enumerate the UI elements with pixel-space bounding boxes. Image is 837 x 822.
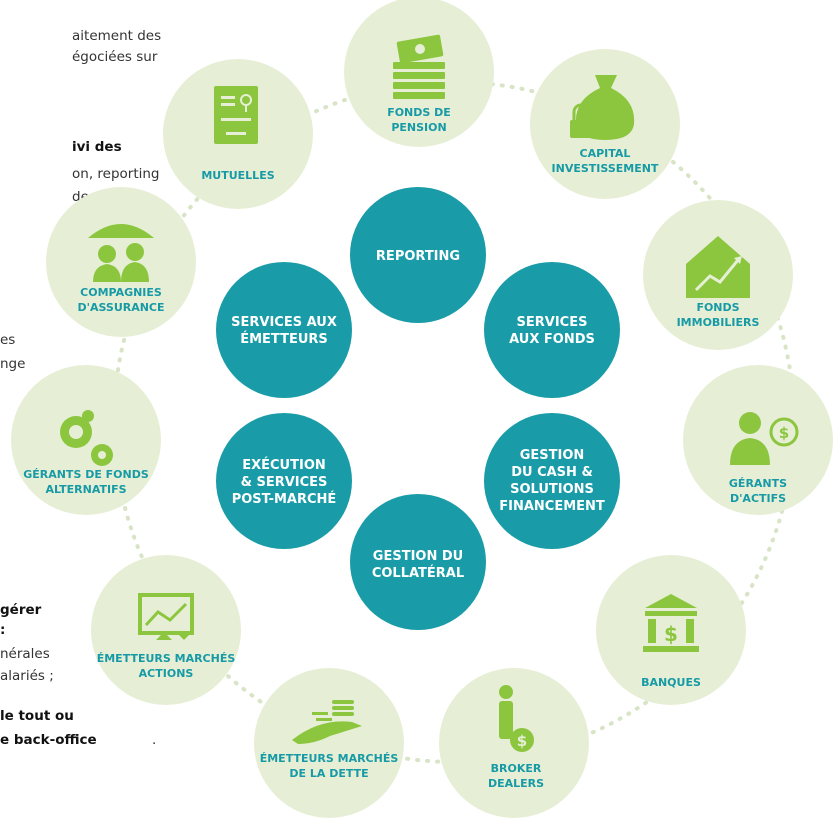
side-text-4: on, reporting bbox=[72, 166, 160, 182]
node-banques: $ BANQUES bbox=[596, 555, 746, 705]
side-text-13: e back-office bbox=[0, 732, 97, 748]
bank-icon: $ bbox=[643, 594, 699, 652]
broker-icon: $ bbox=[499, 685, 534, 752]
side-text-14: . bbox=[152, 732, 157, 748]
svg-text:$: $ bbox=[779, 424, 789, 442]
document-icon bbox=[214, 86, 258, 144]
node-label: MUTUELLES bbox=[201, 169, 274, 182]
svg-text:$: $ bbox=[517, 732, 527, 750]
side-text-8: gérer bbox=[0, 602, 42, 618]
inner-node-reporting: REPORTING bbox=[350, 187, 486, 323]
side-text-11: alariés ; bbox=[0, 668, 54, 684]
person-dollar-icon: $ bbox=[730, 412, 799, 465]
money-bag-icon bbox=[570, 75, 635, 140]
svg-text:$: $ bbox=[664, 622, 678, 646]
side-text-1: aitement des bbox=[72, 28, 162, 44]
umbrella-people-icon bbox=[88, 224, 154, 282]
house-growth-icon bbox=[686, 236, 750, 298]
node-label: BANQUES bbox=[641, 676, 701, 689]
side-text-2: égociées sur bbox=[72, 49, 158, 65]
side-text-7: nge bbox=[0, 356, 26, 372]
svg-text:REPORTING: REPORTING bbox=[376, 249, 460, 264]
hand-coins-icon bbox=[292, 700, 362, 744]
chart-board-icon bbox=[138, 593, 194, 640]
side-text-10: nérales bbox=[0, 646, 50, 662]
gears-icon bbox=[60, 410, 113, 466]
side-text-3: ivi des bbox=[72, 139, 122, 155]
side-text-9: : bbox=[0, 622, 6, 638]
cash-stack-icon bbox=[393, 34, 445, 99]
side-text-6: es bbox=[0, 332, 16, 348]
node-mutuelles: MUTUELLES bbox=[163, 59, 313, 209]
side-text-12: le tout ou bbox=[0, 708, 74, 724]
